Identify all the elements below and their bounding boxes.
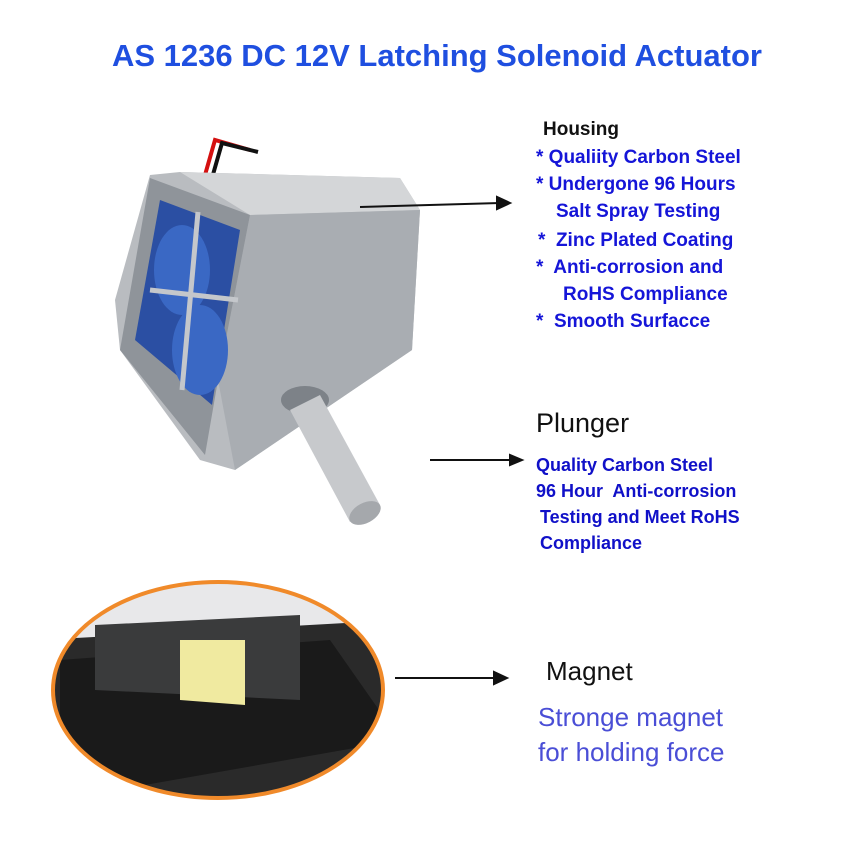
magnet-feature: for holding force <box>538 737 725 767</box>
housing-feature: * Smooth Surfacce <box>536 311 711 332</box>
magnet-heading: Magnet <box>546 656 633 686</box>
plunger-feature: Testing and Meet RoHS <box>540 507 740 527</box>
callout-ring <box>51 580 385 800</box>
housing-feature: * Anti-corrosion and <box>536 257 724 278</box>
housing-feature: * Zinc Plated Coating <box>538 230 734 251</box>
housing-feature: Salt Spray Testing <box>556 201 721 222</box>
arrows <box>359 195 525 686</box>
magnet-closeup <box>53 582 383 798</box>
plunger-feature: 96 Hour Anti-corrosion <box>536 481 737 501</box>
housing-heading: Housing <box>543 119 619 140</box>
plunger-feature: Compliance <box>540 533 643 553</box>
plunger-rod <box>281 386 381 525</box>
lead-wires <box>203 137 259 179</box>
housing-feature: * Undergone 96 Hours <box>536 174 736 195</box>
solenoid-housing <box>115 172 420 470</box>
housing-feature: * Qualiity Carbon Steel <box>536 147 741 168</box>
magnet-feature: Stronge magnet <box>538 702 724 732</box>
housing-feature: RoHS Compliance <box>563 284 728 305</box>
plunger-feature: Quality Carbon Steel <box>536 455 714 475</box>
plunger-heading: Plunger <box>536 408 630 438</box>
page-title: AS 1236 DC 12V Latching Solenoid Actuato… <box>112 38 762 73</box>
